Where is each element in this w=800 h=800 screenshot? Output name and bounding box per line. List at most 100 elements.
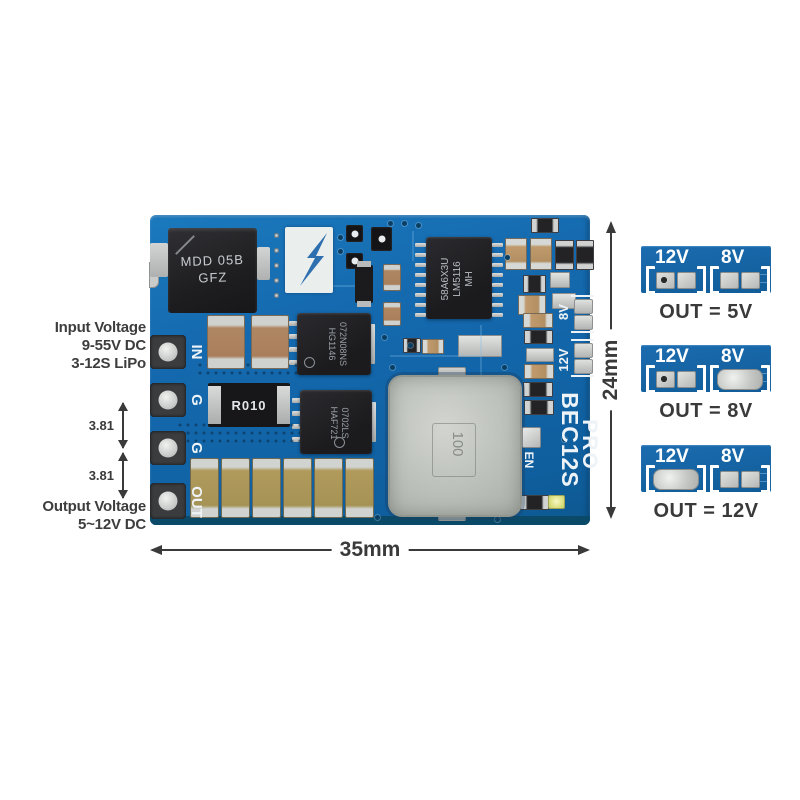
- via: [502, 365, 507, 370]
- smd-part: [520, 495, 549, 510]
- pad-pitch-label-lower: 3.81: [88, 468, 114, 483]
- mosfet-logo: [304, 357, 315, 368]
- output-capacitor: [252, 458, 281, 518]
- board-jumper-12v-label: 12V: [556, 348, 571, 372]
- smd-part: [524, 364, 554, 379]
- pad-label-g1: G: [188, 394, 205, 406]
- via: [408, 343, 413, 348]
- input-voltage-line1: Input Voltage: [54, 319, 146, 336]
- via: [390, 365, 395, 370]
- pad-pitch-label-upper: 3.81: [88, 418, 114, 433]
- smd-part: [523, 382, 553, 397]
- board-width-dimension: 35mm: [150, 538, 590, 562]
- regulator-ic: [415, 237, 503, 319]
- mosfet-pin: [292, 411, 301, 416]
- jumper-pad: [741, 470, 760, 488]
- smd-capacitor: [383, 302, 401, 326]
- ic-pin: [492, 273, 503, 277]
- ic-pin: [492, 283, 503, 287]
- board-jumper-8v-label: 8V: [556, 304, 571, 320]
- input-voltage-line2: 9-55V DC: [81, 337, 146, 354]
- via: [402, 221, 407, 226]
- board-jumper-8v-pads: [571, 295, 594, 333]
- jumper-pad: [720, 271, 739, 289]
- mosfet-low-side: [300, 390, 372, 454]
- via: [274, 248, 279, 253]
- ic-pin: [415, 283, 426, 287]
- ic-pin: [492, 293, 503, 297]
- smd-part: [523, 275, 546, 293]
- smd-part: [530, 238, 552, 270]
- ic-pin: [415, 273, 426, 277]
- pad-ground-2: [150, 431, 186, 465]
- ic-pin: [492, 313, 503, 317]
- pad-ground-1: [150, 383, 186, 417]
- via: [388, 221, 393, 226]
- callout-12v-label: 12V: [655, 247, 689, 268]
- pad-pitch-arrow-lower: [118, 452, 128, 499]
- regulator-ic-marking: 58A6X3U LM5116 MH: [440, 257, 475, 301]
- ic-pin: [492, 303, 503, 307]
- jumper-pair-12v: [646, 266, 706, 294]
- callout-8v-label: 8V: [721, 346, 745, 367]
- jumper-pad: [656, 271, 675, 289]
- pad-label-out: OUT: [188, 486, 205, 518]
- jumper-pad: [574, 315, 593, 330]
- board-height-value: 24mm: [599, 329, 623, 411]
- output-capacitor: [221, 458, 250, 518]
- jumper-pair-8v: [710, 465, 770, 493]
- smd-part: [576, 240, 594, 270]
- input-voltage-annotation: Input Voltage 9-55V DC 3-12S LiPo: [26, 319, 146, 373]
- smd-capacitor: [383, 264, 401, 291]
- via: [338, 249, 343, 254]
- ic-pin: [415, 253, 426, 257]
- ic-pin: [415, 303, 426, 307]
- via: [382, 335, 387, 340]
- output-voltage-line1: Output Voltage: [42, 498, 146, 515]
- board-jumper-12v-pads: [571, 339, 594, 377]
- via: [274, 278, 279, 283]
- shunt-marking: R010: [231, 397, 267, 413]
- jumper-pad: [677, 370, 696, 388]
- via: [495, 517, 500, 522]
- pad-out: [150, 483, 186, 519]
- via: [375, 515, 380, 520]
- mosfet-tab: [370, 402, 376, 442]
- input-capacitor: [251, 315, 289, 369]
- via: [562, 437, 567, 442]
- ic-pin: [492, 263, 503, 267]
- solder-bridge: [717, 369, 763, 390]
- diode-terminal: [150, 243, 168, 277]
- pad-label-in: IN: [188, 344, 205, 360]
- jumper-pair-12v: [646, 465, 706, 493]
- copper-trace: [480, 325, 482, 375]
- mosfet-pin: [292, 398, 301, 403]
- power-inductor: [388, 375, 522, 517]
- small-diode: [355, 261, 373, 307]
- jumper-pad: [574, 299, 593, 314]
- jumper-pad: [574, 343, 593, 358]
- mosfet-tab: [369, 324, 375, 364]
- smd-part: [346, 225, 363, 242]
- lightning-logo-icon: [300, 233, 327, 286]
- diode-body: MDD 05B GFZ: [168, 228, 257, 313]
- jumper-pad: [574, 359, 593, 374]
- pcb-board: MDD 05B GFZ 58A6X3U LM5116 MH: [149, 215, 601, 525]
- diode-marking: MDD 05B GFZ: [180, 251, 245, 286]
- input-capacitor: [207, 315, 245, 369]
- jumper-strip: 12V 8V: [641, 246, 771, 294]
- smd-part: [458, 335, 502, 357]
- via: [505, 255, 510, 260]
- ic-pin: [492, 243, 503, 247]
- callout-caption: OUT = 5V: [659, 301, 753, 323]
- copper-trace: [330, 285, 370, 287]
- callout-out-8v: 12V 8V OUT = 8V: [641, 345, 771, 423]
- inductor-marking: 100: [449, 431, 466, 457]
- via: [416, 223, 421, 228]
- mosfet-pin: [289, 321, 298, 326]
- callout-caption: OUT = 12V: [653, 500, 759, 522]
- smd-part: [524, 330, 553, 344]
- copper-trace: [412, 231, 414, 261]
- smd-part: [524, 400, 554, 415]
